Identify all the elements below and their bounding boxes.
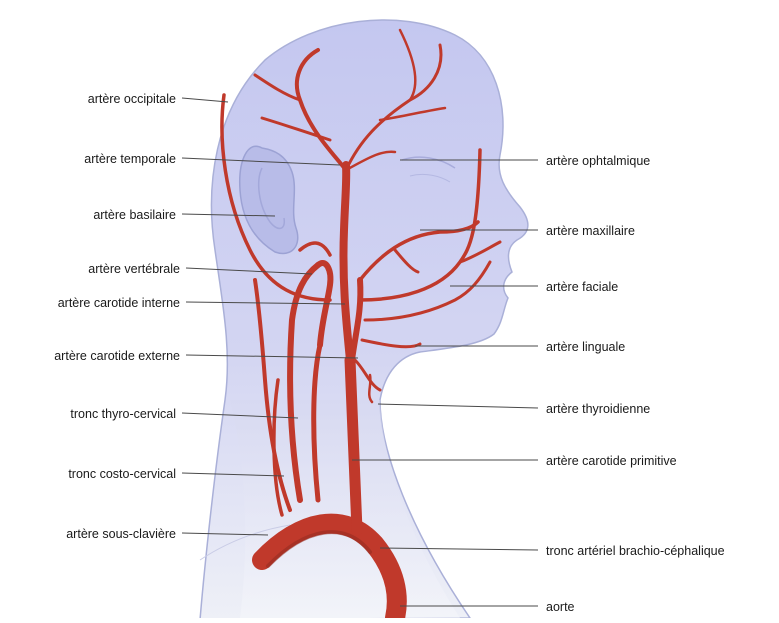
label-artere-basilaire: artère basilaire xyxy=(93,208,176,222)
labels-right: artère ophtalmique artère maxillaire art… xyxy=(546,154,725,614)
label-artere-temporale: artère temporale xyxy=(84,152,176,166)
labels-left: artère occipitale artère temporale artèr… xyxy=(54,92,180,541)
label-artere-vertebrale: artère vertébrale xyxy=(88,262,180,276)
label-artere-thyroidienne: artère thyroidienne xyxy=(546,402,650,416)
label-artere-linguale: artère linguale xyxy=(546,340,625,354)
label-artere-carotide-externe: artère carotide externe xyxy=(54,349,180,363)
label-artere-faciale: artère faciale xyxy=(546,280,618,294)
label-artere-sous-claviere: artère sous-clavière xyxy=(66,527,176,541)
label-artere-carotide-primitive: artère carotide primitive xyxy=(546,454,677,468)
label-tronc-thyro-cervical: tronc thyro-cervical xyxy=(70,407,176,421)
label-aorte: aorte xyxy=(546,600,575,614)
label-artere-ophtalmique: artère ophtalmique xyxy=(546,154,650,168)
label-tronc-arteriel-brachio-cephalique: tronc artériel brachio-céphalique xyxy=(546,544,725,558)
label-artere-occipitale: artère occipitale xyxy=(88,92,176,106)
label-tronc-costo-cervical: tronc costo-cervical xyxy=(68,467,176,481)
label-artere-maxillaire: artère maxillaire xyxy=(546,224,635,238)
label-artere-carotide-interne: artère carotide interne xyxy=(58,296,180,310)
